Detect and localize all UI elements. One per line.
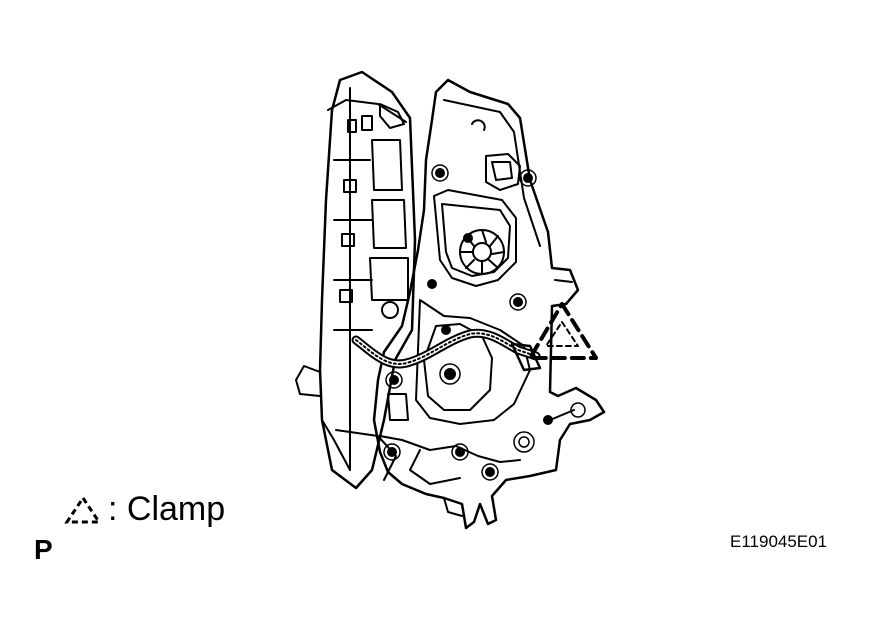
dashed-triangle-icon [64,494,102,523]
mounting-bolts [387,168,553,477]
wire-harness [351,328,542,372]
reference-letter: P [34,534,53,565]
clamp-marker-icon [528,302,598,360]
lock-actuator-housing [295,70,417,490]
figure-id: E119045E01 [730,532,828,551]
lock-gear [459,229,505,275]
legend: : Clamp [64,490,225,529]
legend-label: : Clamp [108,490,226,528]
lock-base-plate [372,78,606,530]
